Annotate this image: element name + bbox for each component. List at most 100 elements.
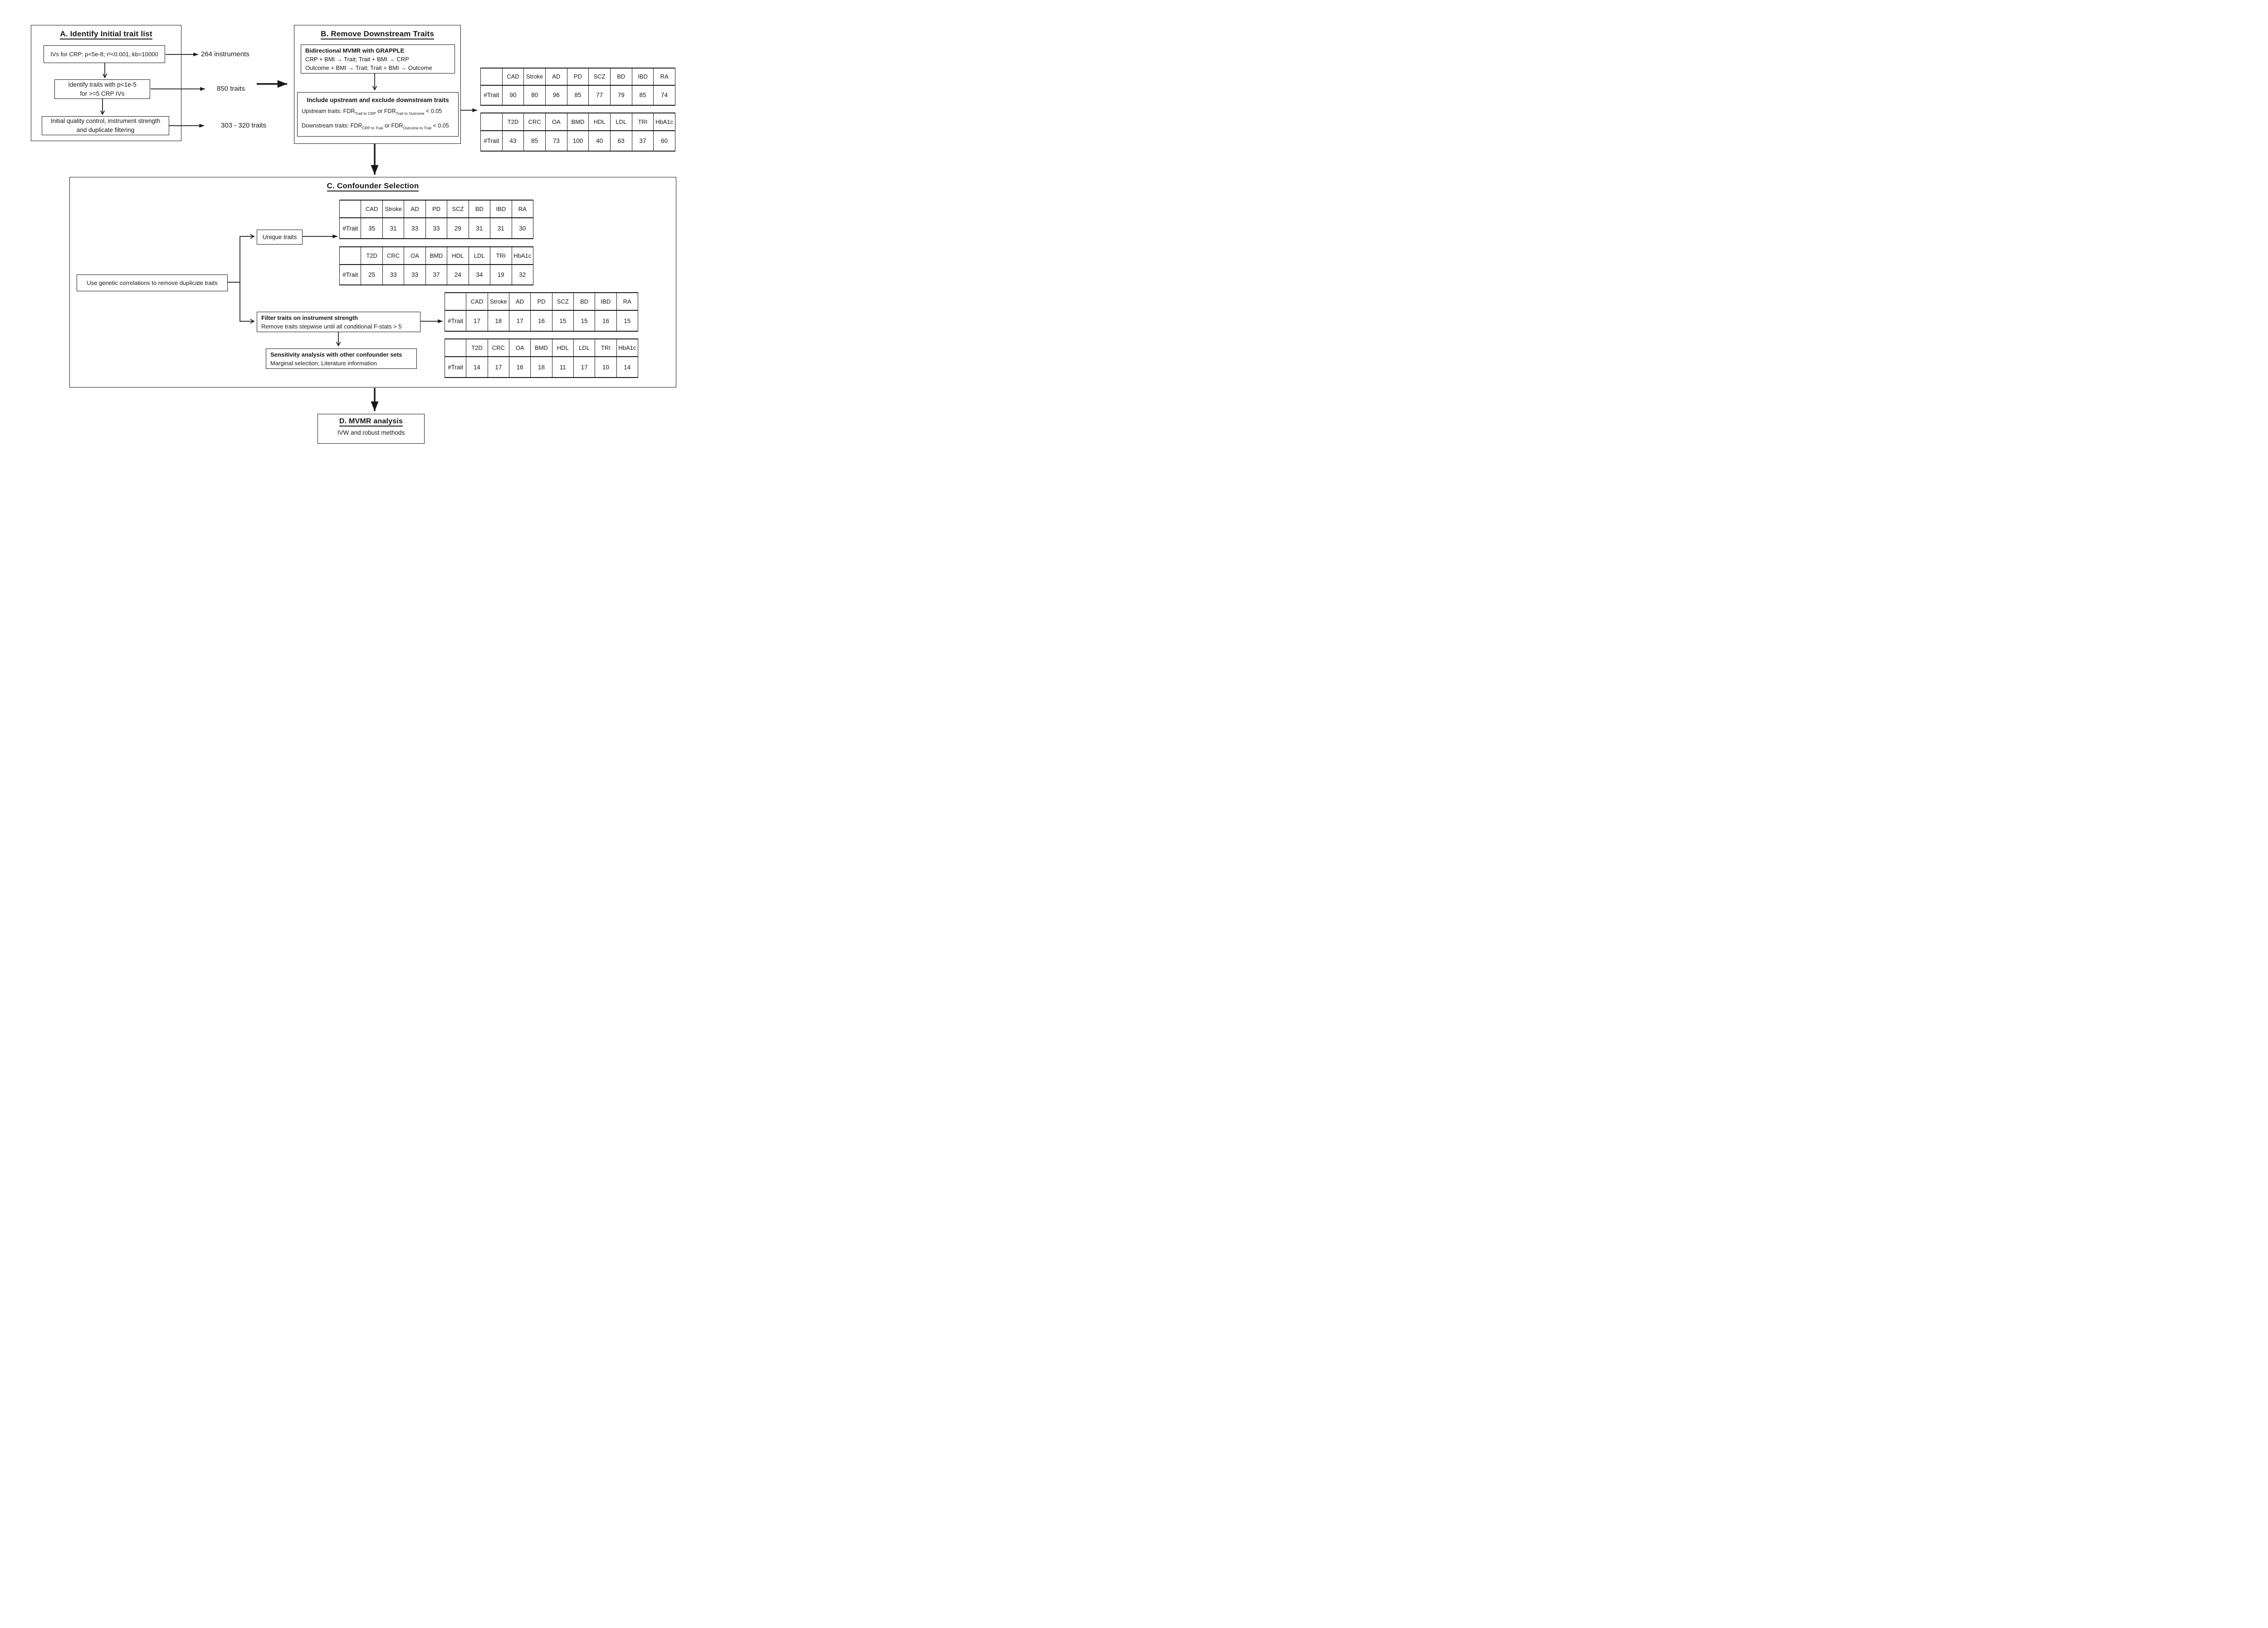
- table-corner-cell: [339, 246, 362, 265]
- identify-traits-line2: for >=5 CRP IVs: [80, 90, 125, 97]
- table-header-cell: AD: [404, 199, 426, 219]
- upstream-sub1: Trait to CRP: [355, 111, 376, 116]
- table-header-cell: T2D: [361, 246, 383, 265]
- traits-303-320-label: 303 - 320 traits: [221, 122, 267, 129]
- panel-d-subtitle: IVW and robust methods: [337, 429, 405, 436]
- table-value-cell: 31: [468, 217, 491, 239]
- downstream-suffix: < 0.05: [431, 123, 449, 129]
- upstream-suffix: < 0.05: [424, 108, 442, 114]
- table-header-cell: HbA1c: [653, 113, 675, 131]
- outcome-bmi-trait-line: Outcome + BMI → Trait; Trait + BMI → Out…: [305, 64, 432, 71]
- table-row-label: #Trait: [339, 217, 362, 239]
- table-value-cell: 10: [595, 356, 617, 378]
- table-header-cell: HbA1c: [511, 246, 533, 265]
- quality-control-line2: and duplicate filtering: [76, 127, 135, 133]
- table-value-cell: 17: [487, 356, 509, 378]
- genetic-correlations-box: Use genetic correlations to remove dupli…: [77, 275, 228, 291]
- traits-850-label: 850 traits: [217, 85, 245, 93]
- table-value-cell: 35: [361, 217, 383, 239]
- table-value-cell: 17: [466, 310, 488, 332]
- table-value-cell: 33: [404, 217, 426, 239]
- table-value-cell: 15: [552, 310, 574, 332]
- table-header-cell: OA: [404, 246, 426, 265]
- table-header-cell: PD: [425, 199, 448, 219]
- table-value-cell: 96: [545, 85, 567, 106]
- table-header-cell: LDL: [610, 113, 632, 131]
- table-header-cell: BMD: [567, 113, 589, 131]
- sensitivity-analysis-box: Sensitivity analysis with other confound…: [266, 348, 417, 369]
- panel-d-mvmr-analysis: D. MVMR analysis IVW and robust methods: [318, 414, 425, 444]
- table-value-cell: 30: [511, 217, 533, 239]
- table-value-cell: 17: [508, 310, 531, 332]
- table-header-cell: Stroke: [523, 68, 546, 86]
- table-value-cell: 19: [490, 264, 512, 286]
- table-header-cell: HDL: [447, 246, 469, 265]
- panel-b-remove-downstream-traits: B. Remove Downstream Traits Bidirectiona…: [294, 25, 461, 144]
- table-header-cell: SCZ: [447, 199, 469, 219]
- table-header-cell: IBD: [631, 68, 654, 86]
- quality-control-box: Initial quality control, instrument stre…: [42, 116, 169, 135]
- table-value-cell: 15: [616, 310, 639, 332]
- table-header-cell: PD: [567, 68, 589, 86]
- downstream-sub1: CRP to Trait: [362, 126, 383, 130]
- include-exclude-box: Include upstream and exclude downstream …: [297, 92, 459, 137]
- table-header-cell: CAD: [502, 68, 524, 86]
- table-header-cell: HbA1c: [616, 338, 639, 358]
- identify-traits-line1: Identify traits with p<1e-5: [68, 81, 137, 88]
- filter-traits-box: Filter traits on instrument strength Rem…: [257, 312, 420, 332]
- table-corner-cell: [339, 199, 362, 219]
- quality-control-line1: Initial quality control, instrument stre…: [50, 118, 161, 124]
- table-value-cell: 17: [573, 356, 596, 378]
- downstream-traits-line: Downstream traits: FDRCRP to Trait or FD…: [298, 123, 458, 132]
- unique-traits-box: Unique traits: [257, 230, 303, 245]
- table-header-cell: TRI: [490, 246, 512, 265]
- identify-traits-box: Identify traits with p<1e-5 for >=5 CRP …: [54, 79, 150, 99]
- table-header-cell: HDL: [552, 338, 574, 358]
- table-row-label: #Trait: [339, 264, 362, 286]
- table-header-cell: AD: [508, 292, 531, 311]
- table-value-cell: 16: [595, 310, 617, 332]
- table-value-cell: 18: [487, 310, 509, 332]
- table-value-cell: 60: [653, 130, 675, 152]
- panel-a-identify-initial-trait-list: A. Identify Initial trait list IVs for C…: [31, 25, 181, 141]
- table-header-cell: CRC: [487, 338, 509, 358]
- table-value-cell: 33: [382, 264, 405, 286]
- downstream-sub2: Outcome to Trait: [403, 126, 432, 130]
- flowchart-canvas: A. Identify Initial trait list IVs for C…: [0, 0, 701, 465]
- table-header-cell: RA: [511, 199, 533, 219]
- table-value-cell: 29: [447, 217, 469, 239]
- table-value-cell: 40: [588, 130, 611, 152]
- table-value-cell: 16: [508, 356, 531, 378]
- table-value-cell: 63: [610, 130, 632, 152]
- table-header-cell: SCZ: [588, 68, 611, 86]
- table-value-cell: 79: [610, 85, 632, 106]
- ivs-for-crp-text: IVs for CRP: p<5e-8; r²<0.001, kb=10000: [50, 51, 158, 58]
- table-value-cell: 11: [552, 356, 574, 378]
- table-header-cell: OA: [508, 338, 531, 358]
- table-value-cell: 37: [425, 264, 448, 286]
- table-value-cell: 34: [468, 264, 491, 286]
- table-header-cell: LDL: [468, 246, 491, 265]
- crp-bmi-trait-line: CRP + BMI → Trait; Trait + BMI → CRP: [305, 55, 409, 63]
- table-value-cell: 14: [466, 356, 488, 378]
- table-value-cell: 85: [631, 85, 654, 106]
- panel-b-title: B. Remove Downstream Traits: [294, 25, 460, 39]
- table-header-cell: BMD: [530, 338, 552, 358]
- table-value-cell: 90: [502, 85, 524, 106]
- table-header-cell: TRI: [631, 113, 654, 131]
- include-exclude-title: Include upstream and exclude downstream …: [307, 97, 449, 103]
- table-value-cell: 31: [490, 217, 512, 239]
- upstream-mid: or FDR: [376, 108, 396, 114]
- table-row-label: #Trait: [444, 356, 467, 378]
- table-value-cell: 31: [382, 217, 405, 239]
- table-header-cell: RA: [616, 292, 639, 311]
- mvmr-grapple-line: Bidirectional MVMR with GRAPPLE: [305, 47, 405, 54]
- sensitivity-line1: Sensitivity analysis with other confound…: [270, 351, 402, 358]
- table-value-cell: 100: [567, 130, 589, 152]
- unique-traits-text: Unique traits: [262, 233, 297, 240]
- panel-c-title: C. Confounder Selection: [70, 177, 676, 191]
